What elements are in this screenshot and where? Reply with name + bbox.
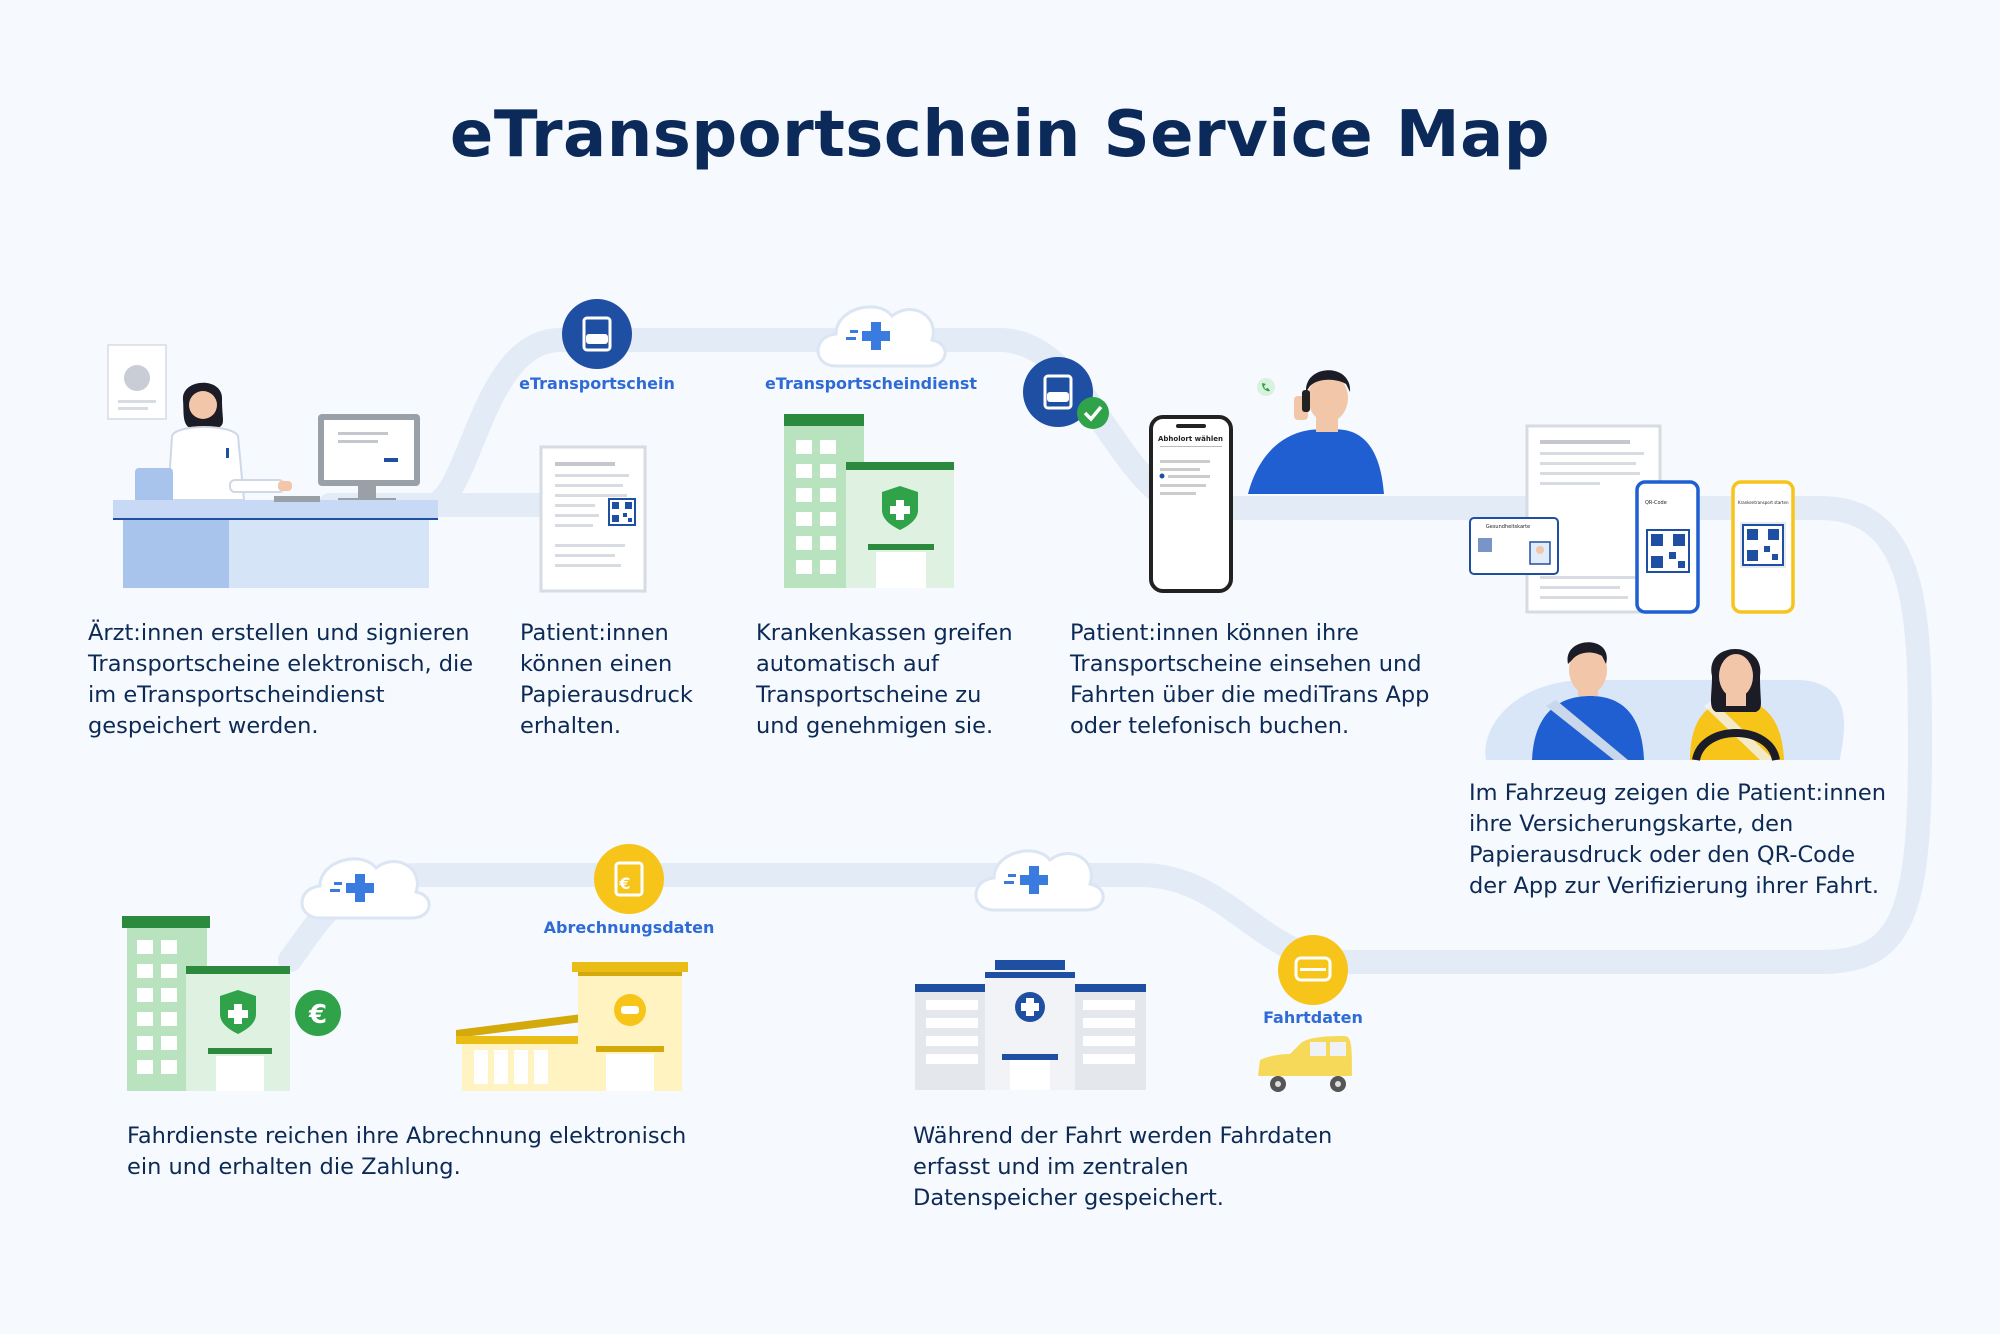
euro-icon: € — [295, 990, 341, 1036]
step-1-text: Ärzt:innen erstellen und signieren Trans… — [88, 620, 474, 739]
step-3-text: Krankenkassen greifen automatisch auf Tr… — [756, 620, 1013, 739]
check-icon — [1077, 397, 1109, 429]
journey-path — [278, 328, 1933, 974]
step-2-text: Patient:innen können einen Papierausdruc… — [520, 620, 693, 739]
cloud-plus-icon — [300, 857, 431, 920]
card-text: Gesundheitskarte — [1486, 524, 1530, 530]
step-7-text: Fahrdienste reichen ihre Abrechnung elek… — [127, 1123, 687, 1180]
qr-phone-text: QR-Code — [1645, 500, 1667, 506]
qr-code-icon — [608, 498, 636, 526]
step-5-text: Im Fahrzeug zeigen die Patient:innen ihr… — [1469, 780, 1886, 899]
billing-document-icon: € — [594, 844, 664, 914]
label-abrechnungsdaten: Abrechnungsdaten — [543, 918, 715, 937]
passengers-illustration — [1485, 642, 1845, 762]
service-building — [456, 962, 688, 1091]
svg-text:€: € — [308, 1000, 327, 1030]
doctor-illustration — [107, 344, 438, 588]
yellow-phone-text: Krankentransport starten — [1738, 500, 1789, 505]
paper-printout — [539, 445, 647, 593]
phone-caller-illustration — [1248, 370, 1384, 494]
label-etransportscheindienst: eTransportscheindienst — [764, 374, 978, 393]
insurance-card: Gesundheitskarte — [1469, 517, 1559, 575]
step-6-text: Während der Fahrt werden Fahrdaten erfas… — [913, 1123, 1333, 1211]
health-insurance-building — [784, 414, 954, 588]
hospital-building — [915, 960, 1146, 1090]
qr-app-phone-yellow: Krankentransport starten — [1731, 480, 1795, 614]
document-car-icon — [562, 299, 632, 369]
document-car-icon — [1023, 357, 1093, 427]
svg-text:€: € — [618, 874, 630, 893]
label-fahrtdaten: Fahrtdaten — [1263, 1008, 1363, 1027]
cloud-plus-icon — [816, 305, 947, 368]
car-icon — [1278, 935, 1348, 1005]
phone-screen-title: Abholort wählen — [1158, 435, 1223, 443]
qr-app-phone: QR-Code — [1635, 480, 1700, 614]
health-insurance-building — [122, 916, 290, 1091]
taxi-car-illustration — [1258, 1036, 1352, 1092]
cloud-plus-icon — [974, 849, 1105, 912]
smartphone-illustration — [1149, 415, 1233, 593]
label-etransportschein: eTransportschein — [519, 374, 675, 393]
page-title: eTransportschein Service Map — [449, 98, 1551, 172]
step-4-text: Patient:innen können ihre Transportschei… — [1070, 620, 1430, 739]
